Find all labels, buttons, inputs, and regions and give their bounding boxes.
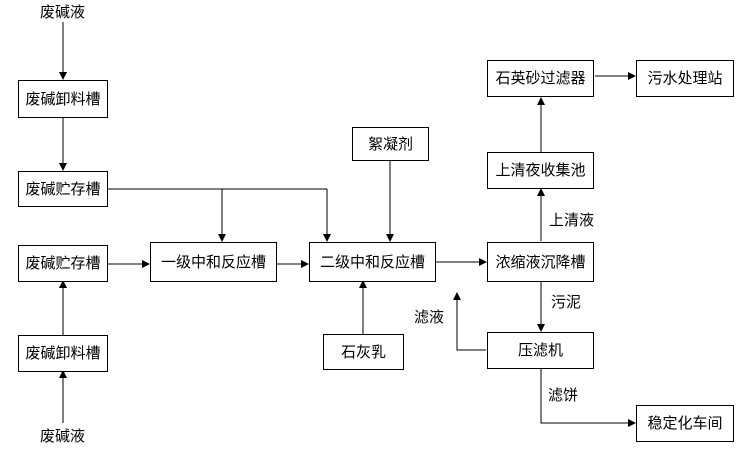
- filter-press-box: 压滤机: [487, 332, 594, 369]
- wastewater-station-box: 污水处理站: [636, 60, 734, 97]
- settling-tank-box: 浓缩液沉降槽: [487, 242, 594, 282]
- edge-label-filter-cake: 滤饼: [548, 386, 579, 404]
- edge-label-supernatant: 上清液: [549, 211, 595, 229]
- edge-label-sludge: 污泥: [551, 293, 582, 311]
- waste-alkali-bottom-label: 废碱液: [40, 427, 86, 445]
- arrow-press-to-workshop: [540, 369, 636, 427]
- sand-filter-box: 石英砂过滤器: [487, 60, 594, 97]
- waste-alkali-top-label: 废碱液: [40, 3, 86, 21]
- arrow-filtrate-return: [453, 292, 486, 351]
- secondary-reactor-box: 二级中和反应槽: [309, 242, 436, 282]
- storage-tank-2-box: 废碱贮存槽: [18, 245, 108, 282]
- unload-tank-1-box: 废碱卸料槽: [18, 80, 108, 118]
- primary-reactor-box: 一级中和反应槽: [150, 242, 277, 282]
- stabilization-workshop-box: 稳定化车间: [636, 405, 734, 442]
- edge-label-filtrate: 滤液: [414, 308, 445, 326]
- flocculant-box: 絮凝剂: [352, 127, 429, 161]
- lime-milk-box: 石灰乳: [323, 334, 404, 370]
- unload-tank-2-box: 废碱卸料槽: [18, 335, 108, 372]
- storage-tank-1-box: 废碱贮存槽: [18, 171, 108, 207]
- supernatant-pool-box: 上清夜收集池: [487, 152, 594, 189]
